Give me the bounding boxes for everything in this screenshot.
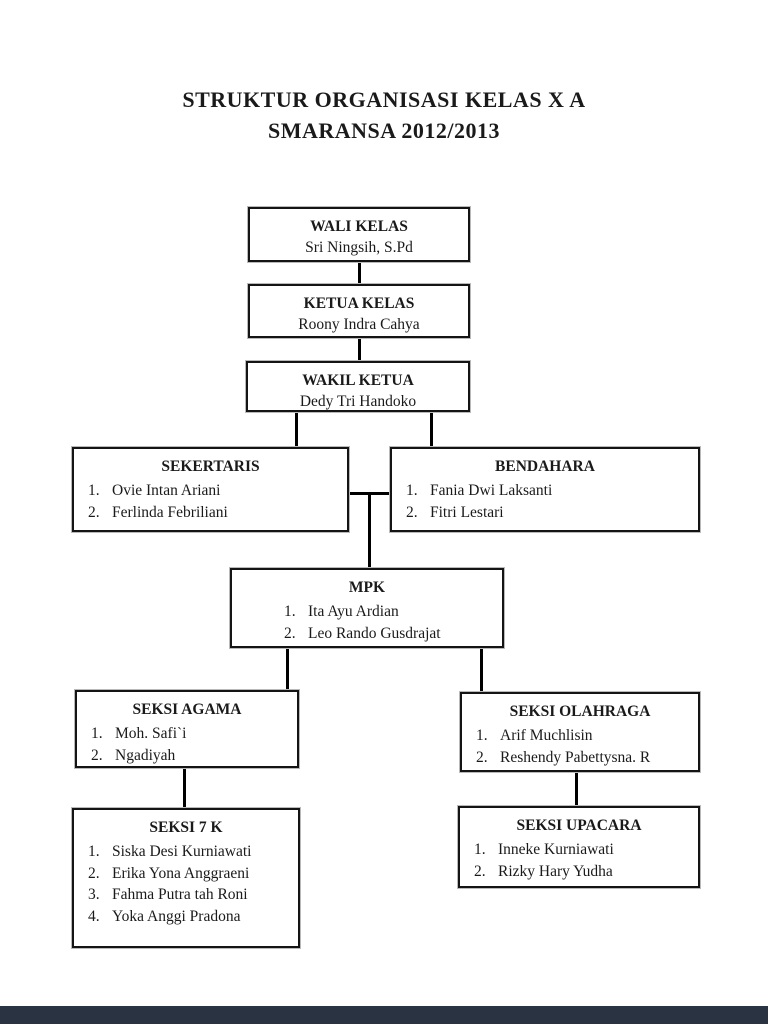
connector-agama-7k (183, 766, 186, 810)
member-name: Arif Muchlisin (500, 727, 593, 744)
page-title-line2: SMARANSA 2012/2013 (267, 118, 501, 143)
person-name: Roony Indra Cahya (298, 316, 420, 333)
member-row: 1. Moh. Safi`i (91, 723, 293, 745)
member-number: 1. (406, 482, 418, 499)
member-name: Moh. Safi`i (115, 725, 187, 742)
member-number: 2. (284, 624, 296, 642)
member-number: 1. (474, 841, 486, 858)
member-name: Ovie Intan Ariani (112, 482, 221, 499)
member-name: Fania Dwi Laksanti (430, 482, 553, 499)
member-row: 1. Ovie Intan Ariani (88, 480, 343, 502)
box-ketua-kelas: KETUA KELAS Roony Indra Cahya (248, 284, 470, 338)
member-number: 1. (476, 727, 488, 744)
member-list: 1. Fania Dwi Laksanti 2. Fitri Lestari (392, 477, 698, 523)
member-row: 1. Ita Ayu Ardian (284, 601, 498, 623)
member-list: 1. Ita Ayu Ardian 2. Leo Rando Gusdrajat (232, 598, 502, 644)
member-name: Ngadiyah (115, 746, 176, 764)
box-seksi-agama: SEKSI AGAMA 1. Moh. Safi`i 2. Ngadiyah (75, 690, 299, 768)
member-name: Erika Yona Anggraeni (112, 864, 250, 882)
member-list: 1. Arif Muchlisin 2. Reshendy Pabettysna… (462, 722, 698, 768)
member-name: Inneke Kurniawati (498, 841, 614, 858)
box-title: SEKSI OLAHRAGA (509, 703, 651, 720)
viewer-footer-bar (0, 1006, 768, 1024)
member-row: 1. Arif Muchlisin (476, 725, 694, 747)
page-title: STRUKTUR ORGANISASI KELAS X A SMARANSA 2… (0, 84, 768, 146)
connector-ketua-wakil (358, 336, 361, 362)
person-name: Sri Ningsih, S.Pd (305, 239, 413, 256)
member-name: Ita Ayu Ardian (308, 603, 399, 620)
person-name: Dedy Tri Handoko (299, 393, 417, 410)
box-wali-kelas: WALI KELAS Sri Ningsih, S.Pd (248, 207, 470, 262)
member-name: Reshendy Pabettysna. R (500, 748, 651, 766)
member-row: 2. Rizky Hary Yudha (474, 861, 694, 883)
member-row: 3. Fahma Putra tah Roni (88, 884, 294, 906)
member-row: 1. Siska Desi Kurniawati (88, 841, 294, 863)
box-title: MPK (348, 579, 386, 596)
box-seksi-7k: SEKSI 7 K 1. Siska Desi Kurniawati 2. Er… (72, 808, 300, 948)
member-row: 2. Ferlinda Febriliani (88, 502, 343, 524)
member-list: 1. Siska Desi Kurniawati 2. Erika Yona A… (74, 838, 298, 927)
connector-mpk-agama (286, 646, 289, 692)
connector-bridge-mpk (368, 492, 371, 570)
box-seksi-olahraga: SEKSI OLAHRAGA 1. Arif Muchlisin 2. Resh… (460, 692, 700, 772)
box-wakil-ketua: WAKIL KETUA Dedy Tri Handoko (246, 361, 470, 412)
member-number: 1. (91, 725, 103, 742)
member-name: Yoka Anggi Pradona (112, 907, 241, 925)
member-name: Rizky Hary Yudha (498, 862, 613, 880)
member-list: 1. Inneke Kurniawati 2. Rizky Hary Yudha (460, 836, 698, 882)
connector-wali-ketua (358, 260, 361, 285)
member-number: 1. (88, 843, 100, 860)
member-number: 3. (88, 886, 100, 903)
box-title: WALI KELAS (310, 218, 408, 235)
member-number: 2. (88, 864, 100, 882)
connector-wakil-sekertaris (295, 410, 298, 448)
member-name: Ferlinda Febriliani (112, 503, 228, 521)
box-title: KETUA KELAS (303, 295, 415, 312)
member-row: 2. Erika Yona Anggraeni (88, 863, 294, 885)
box-seksi-upacara: SEKSI UPACARA 1. Inneke Kurniawati 2. Ri… (458, 806, 700, 888)
box-sekertaris: SEKERTARIS 1. Ovie Intan Ariani 2. Ferli… (72, 447, 349, 532)
member-row: 4. Yoka Anggi Pradona (88, 906, 294, 928)
connector-wakil-bendahara (430, 410, 433, 448)
member-number: 1. (88, 482, 100, 499)
member-number: 2. (88, 503, 100, 521)
member-number: 2. (91, 746, 103, 764)
box-title: SEKSI AGAMA (132, 701, 242, 718)
member-list: 1. Ovie Intan Ariani 2. Ferlinda Febrili… (74, 477, 347, 523)
box-mpk: MPK 1. Ita Ayu Ardian 2. Leo Rando Gusdr… (230, 568, 504, 648)
box-title: BENDAHARA (495, 458, 595, 475)
member-name: Fitri Lestari (430, 503, 504, 521)
member-list: 1. Moh. Safi`i 2. Ngadiyah (77, 720, 297, 766)
member-row: 2. Fitri Lestari (406, 502, 694, 524)
member-number: 2. (474, 862, 486, 880)
member-number: 2. (406, 503, 418, 521)
box-title: SEKERTARIS (161, 458, 260, 475)
connector-mpk-olahraga (480, 646, 483, 694)
box-bendahara: BENDAHARA 1. Fania Dwi Laksanti 2. Fitri… (390, 447, 700, 532)
box-title: WAKIL KETUA (302, 372, 414, 389)
connector-olahraga-upacara (575, 770, 578, 808)
member-row: 2. Reshendy Pabettysna. R (476, 747, 694, 769)
box-title: SEKSI UPACARA (516, 817, 642, 834)
member-name: Leo Rando Gusdrajat (308, 624, 441, 642)
member-number: 4. (88, 907, 100, 925)
member-row: 1. Inneke Kurniawati (474, 839, 694, 861)
member-row: 2. Ngadiyah (91, 745, 293, 767)
member-number: 2. (476, 748, 488, 766)
box-title: SEKSI 7 K (149, 819, 223, 836)
member-row: 2. Leo Rando Gusdrajat (284, 623, 498, 645)
member-row: 1. Fania Dwi Laksanti (406, 480, 694, 502)
page-title-line1: STRUKTUR ORGANISASI KELAS X A (182, 87, 586, 112)
member-number: 1. (284, 603, 296, 620)
member-name: Siska Desi Kurniawati (112, 843, 252, 860)
member-name: Fahma Putra tah Roni (112, 886, 248, 903)
